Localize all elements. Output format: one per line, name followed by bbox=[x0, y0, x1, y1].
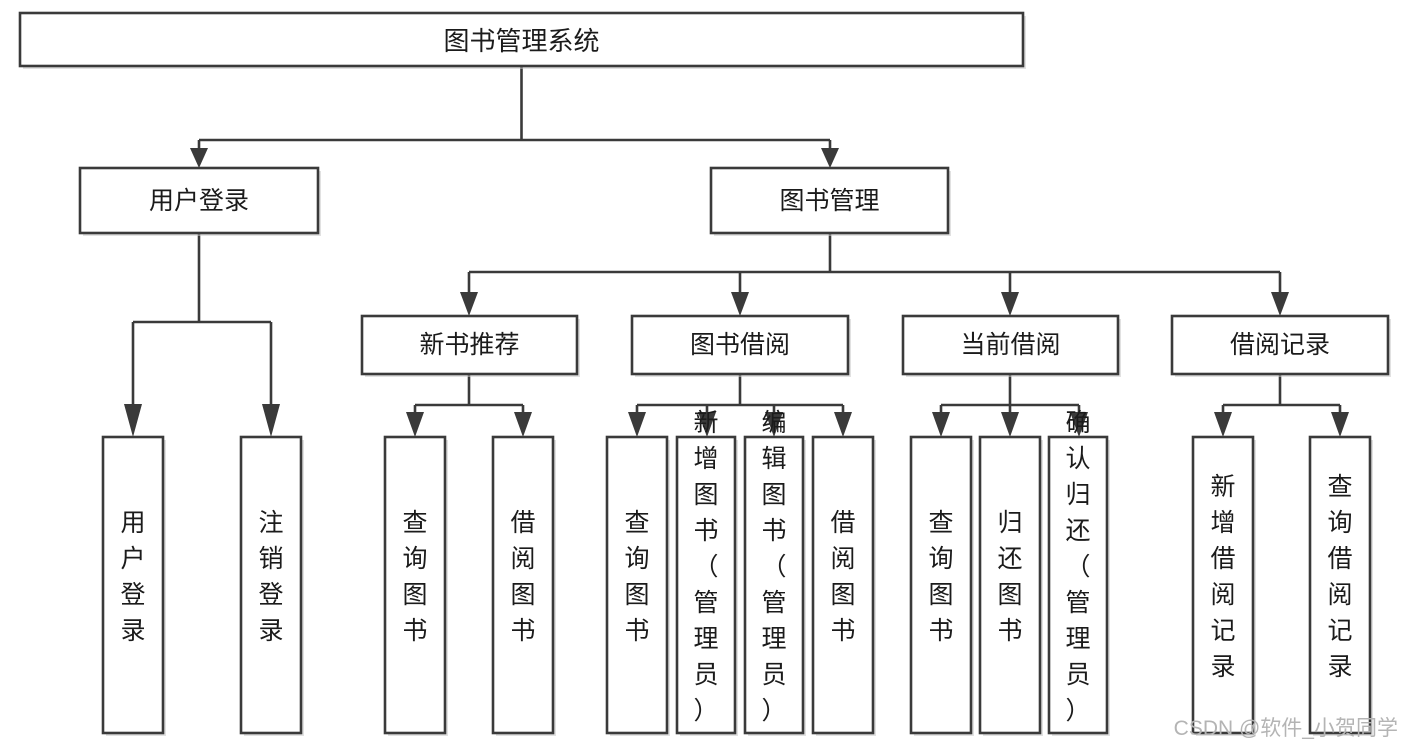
node-user-login-label: 用户登录 bbox=[149, 187, 249, 215]
leaf-add-record-rect[interactable] bbox=[1191, 435, 1255, 735]
arrow-head-leaf-borrow-book-1 bbox=[514, 412, 532, 437]
arrow-head-leaf-logout-login bbox=[262, 404, 280, 437]
leaf-add-record-label: 新增借阅记录 bbox=[1210, 473, 1235, 681]
node-book-borrow-rect[interactable] bbox=[630, 314, 850, 376]
arrow-head-leaf-confirm-return bbox=[1070, 412, 1088, 437]
arrow-head-leaf-query-book-1 bbox=[406, 412, 424, 437]
leaf-borrow-book-1-label: 借阅图书 bbox=[510, 509, 535, 645]
leaf-confirm-return[interactable]: 确认归还（管理员） bbox=[1047, 409, 1110, 736]
leaf-query-book-3-rect[interactable] bbox=[909, 435, 973, 735]
leaf-query-book-1[interactable]: 查询图书 bbox=[383, 435, 448, 736]
arrow-head-leaf-query-record bbox=[1331, 412, 1349, 437]
node-root[interactable]: 图书管理系统 bbox=[18, 11, 1026, 69]
arrow-head-leaf-add-book bbox=[698, 412, 716, 437]
leaf-query-book-2-rect[interactable] bbox=[605, 435, 669, 735]
node-current-borrow[interactable]: 当前借阅 bbox=[901, 314, 1121, 377]
leaf-add-record[interactable]: 新增借阅记录 bbox=[1191, 435, 1256, 736]
leaf-user-login[interactable]: 用户登录 bbox=[101, 435, 166, 736]
arrow-head-borrow-record bbox=[1271, 292, 1289, 316]
leaf-borrow-book-2-rect[interactable] bbox=[811, 435, 875, 735]
node-book-management-label: 图书管理 bbox=[779, 187, 879, 215]
leaf-add-book-label: 新增图书（管理员） bbox=[693, 409, 718, 725]
leaf-query-record-label: 查询借阅记录 bbox=[1327, 473, 1352, 681]
leaf-confirm-return-label: 确认归还（管理员） bbox=[1065, 409, 1090, 725]
leaf-return-book-label: 归还图书 bbox=[997, 509, 1022, 645]
leaf-add-book-rect[interactable] bbox=[675, 435, 737, 735]
leaf-logout-login-rect[interactable] bbox=[239, 435, 303, 735]
node-borrow-record-label: 借阅记录 bbox=[1230, 331, 1330, 359]
node-root-label: 图书管理系统 bbox=[443, 26, 599, 56]
arrow-head-user-login bbox=[190, 148, 208, 168]
arrow-head-leaf-user-login bbox=[124, 404, 142, 437]
leaf-confirm-return-rect[interactable] bbox=[1047, 435, 1109, 735]
arrow-head-new-book-recommend bbox=[460, 292, 478, 316]
leaf-query-book-2-label: 查询图书 bbox=[624, 509, 649, 645]
leaf-query-record[interactable]: 查询借阅记录 bbox=[1308, 435, 1373, 736]
leaf-add-book[interactable]: 新增图书（管理员） bbox=[675, 409, 738, 736]
arrow-head-book-borrow bbox=[731, 292, 749, 316]
node-current-borrow-label: 当前借阅 bbox=[960, 331, 1060, 359]
leaf-edit-book-label: 编辑图书（管理员） bbox=[761, 409, 786, 725]
leaf-return-book[interactable]: 归还图书 bbox=[978, 435, 1043, 736]
leaf-return-book-rect[interactable] bbox=[978, 435, 1042, 735]
node-book-borrow-label: 图书借阅 bbox=[690, 331, 790, 359]
leaf-query-book-2[interactable]: 查询图书 bbox=[605, 435, 670, 736]
node-borrow-record-rect[interactable] bbox=[1170, 314, 1390, 376]
leaf-query-book-1-label: 查询图书 bbox=[402, 509, 427, 645]
arrow-head-leaf-borrow-book-2 bbox=[834, 412, 852, 437]
leaf-edit-book-rect[interactable] bbox=[743, 435, 805, 735]
arrow-head-leaf-edit-book bbox=[765, 412, 783, 437]
node-book-borrow[interactable]: 图书借阅 bbox=[630, 314, 851, 377]
node-user-login-rect[interactable] bbox=[78, 166, 320, 235]
arrow-head-leaf-return-book bbox=[1001, 412, 1019, 437]
node-new-book-recommend-label: 新书推荐 bbox=[419, 331, 519, 359]
connector-layer bbox=[124, 66, 1349, 437]
arrow-head-current-borrow bbox=[1001, 292, 1019, 316]
leaf-query-book-3-label: 查询图书 bbox=[928, 509, 953, 645]
leaf-query-book-3[interactable]: 查询图书 bbox=[909, 435, 974, 736]
node-new-book-recommend-rect[interactable] bbox=[360, 314, 579, 376]
leaf-edit-book[interactable]: 编辑图书（管理员） bbox=[743, 409, 806, 736]
node-book-management-rect[interactable] bbox=[709, 166, 950, 235]
leaf-user-login-rect[interactable] bbox=[101, 435, 165, 735]
node-borrow-record[interactable]: 借阅记录 bbox=[1170, 314, 1391, 377]
leaf-query-record-rect[interactable] bbox=[1308, 435, 1372, 735]
node-user-login[interactable]: 用户登录 bbox=[78, 166, 321, 236]
node-book-management[interactable]: 图书管理 bbox=[709, 166, 951, 236]
arrow-head-leaf-query-book-2 bbox=[628, 412, 646, 437]
node-root-rect[interactable] bbox=[18, 11, 1025, 68]
watermark-label: CSDN @软件_小贺同学 bbox=[1174, 717, 1398, 740]
arrow-head-leaf-add-record bbox=[1214, 412, 1232, 437]
leaf-query-book-1-rect[interactable] bbox=[383, 435, 447, 735]
leaf-borrow-book-1[interactable]: 借阅图书 bbox=[491, 435, 556, 736]
node-current-borrow-rect[interactable] bbox=[901, 314, 1120, 376]
leaf-user-login-label: 用户登录 bbox=[120, 509, 145, 645]
leaf-logout-login[interactable]: 注销登录 bbox=[239, 435, 304, 736]
leaf-logout-login-label: 注销登录 bbox=[258, 509, 283, 645]
leaf-borrow-book-2[interactable]: 借阅图书 bbox=[811, 435, 876, 736]
arrow-head-leaf-query-book-3 bbox=[932, 412, 950, 437]
leaf-borrow-book-1-rect[interactable] bbox=[491, 435, 555, 735]
arrow-head-book-management bbox=[821, 148, 839, 168]
node-new-book-recommend[interactable]: 新书推荐 bbox=[360, 314, 580, 377]
leaf-borrow-book-2-label: 借阅图书 bbox=[830, 509, 855, 645]
